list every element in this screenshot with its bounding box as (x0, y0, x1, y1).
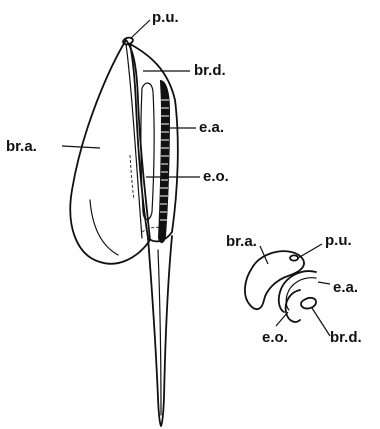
inset-umbo (290, 255, 298, 260)
leader-brd-small (312, 308, 330, 336)
label-eo-main: e.o. (203, 168, 229, 185)
dashed-margin (130, 155, 134, 200)
main-labels: p.u. br.d. br.a. e.a. e.o. (6, 9, 229, 185)
inset-figure (245, 251, 316, 322)
label-pu-small: p.u. (325, 232, 352, 249)
leader-ea-small (318, 282, 330, 284)
label-bra-small: br.a. (226, 233, 257, 250)
leader-eo-small (276, 312, 288, 326)
inset-brd (301, 298, 316, 309)
leader-pu-main (131, 20, 150, 38)
inner-opening (141, 83, 154, 219)
label-eo-small: e.o. (262, 329, 288, 346)
label-bra-main: br.a. (6, 138, 37, 155)
label-ea-small: e.a. (333, 279, 358, 296)
leader-pu-small (298, 244, 322, 258)
label-ea-main: e.a. (199, 119, 224, 136)
label-brd-small: br.d. (330, 329, 362, 346)
label-brd-main: br.d. (194, 62, 226, 79)
serrated-band (158, 80, 170, 243)
inset-loop-eo (286, 290, 300, 322)
inset-labels: br.a. p.u. e.a. e.o. br.d. (226, 232, 362, 346)
dashed-base (142, 227, 160, 232)
brachial-plate-shading (90, 200, 118, 255)
label-pu-main: p.u. (152, 9, 179, 26)
main-figure (70, 37, 178, 426)
